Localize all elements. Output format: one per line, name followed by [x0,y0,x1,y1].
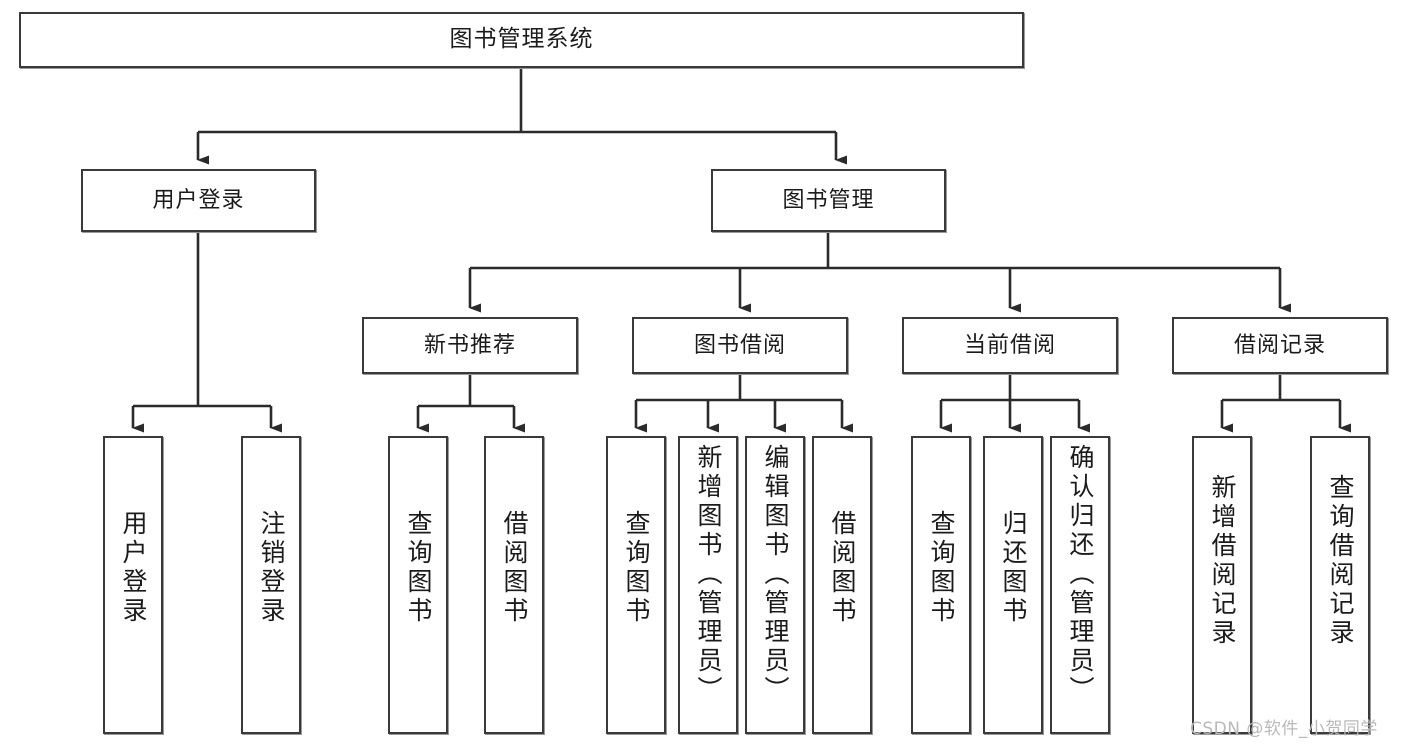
leaf-query-book-current[interactable]: 查询图书 [911,436,971,734]
node-borrow-record[interactable]: 借阅记录 [1172,317,1388,374]
leaf-query-book-newbook[interactable]: 查询图书 [388,436,448,734]
node-label: 用户登录 [152,187,245,213]
node-book-management[interactable]: 图书管理 [711,169,946,232]
node-label: 查询图书 [622,510,651,626]
leaf-edit-book-admin[interactable]: 编辑图书（管理员） [745,436,805,734]
leaf-borrow-book[interactable]: 借阅图书 [812,436,872,734]
node-label: 借阅图书 [500,510,529,626]
node-label: 用户登录 [119,510,148,626]
node-current-borrow[interactable]: 当前借阅 [902,317,1118,374]
leaf-add-book-admin[interactable]: 新增图书（管理员） [678,436,738,734]
node-label: 新增图书（管理员） [694,444,723,705]
leaf-query-borrow-record[interactable]: 查询借阅记录 [1310,436,1370,734]
node-label: 查询图书 [927,510,956,626]
leaf-confirm-return-admin[interactable]: 确认归还（管理员） [1050,436,1110,734]
node-root-system[interactable]: 图书管理系统 [19,12,1024,68]
node-label: 借阅图书 [828,510,857,626]
node-label: 借阅记录 [1233,332,1326,358]
leaf-return-book[interactable]: 归还图书 [983,436,1043,734]
node-book-borrow[interactable]: 图书借阅 [632,317,848,374]
node-label: 当前借阅 [963,332,1056,358]
leaf-borrow-book-newbook[interactable]: 借阅图书 [484,436,544,734]
node-user-login[interactable]: 用户登录 [81,169,316,232]
node-label: 确认归还（管理员） [1066,444,1095,705]
node-new-book-recommend[interactable]: 新书推荐 [362,317,578,374]
leaf-user-login[interactable]: 用户登录 [103,436,163,734]
node-label: 注销登录 [257,510,286,626]
leaf-query-book-borrow[interactable]: 查询图书 [606,436,666,734]
node-label: 新书推荐 [423,332,516,358]
node-label: 新增借阅记录 [1208,474,1237,648]
node-label: 图书借阅 [693,332,786,358]
node-label: 图书管理 [782,187,875,213]
node-label: 查询图书 [404,510,433,626]
node-label: 归还图书 [999,510,1028,626]
node-label: 图书管理系统 [449,26,594,53]
leaf-add-borrow-record[interactable]: 新增借阅记录 [1192,436,1252,734]
node-label: 查询借阅记录 [1326,474,1355,648]
leaf-logout[interactable]: 注销登录 [241,436,301,734]
node-label: 编辑图书（管理员） [761,444,790,705]
